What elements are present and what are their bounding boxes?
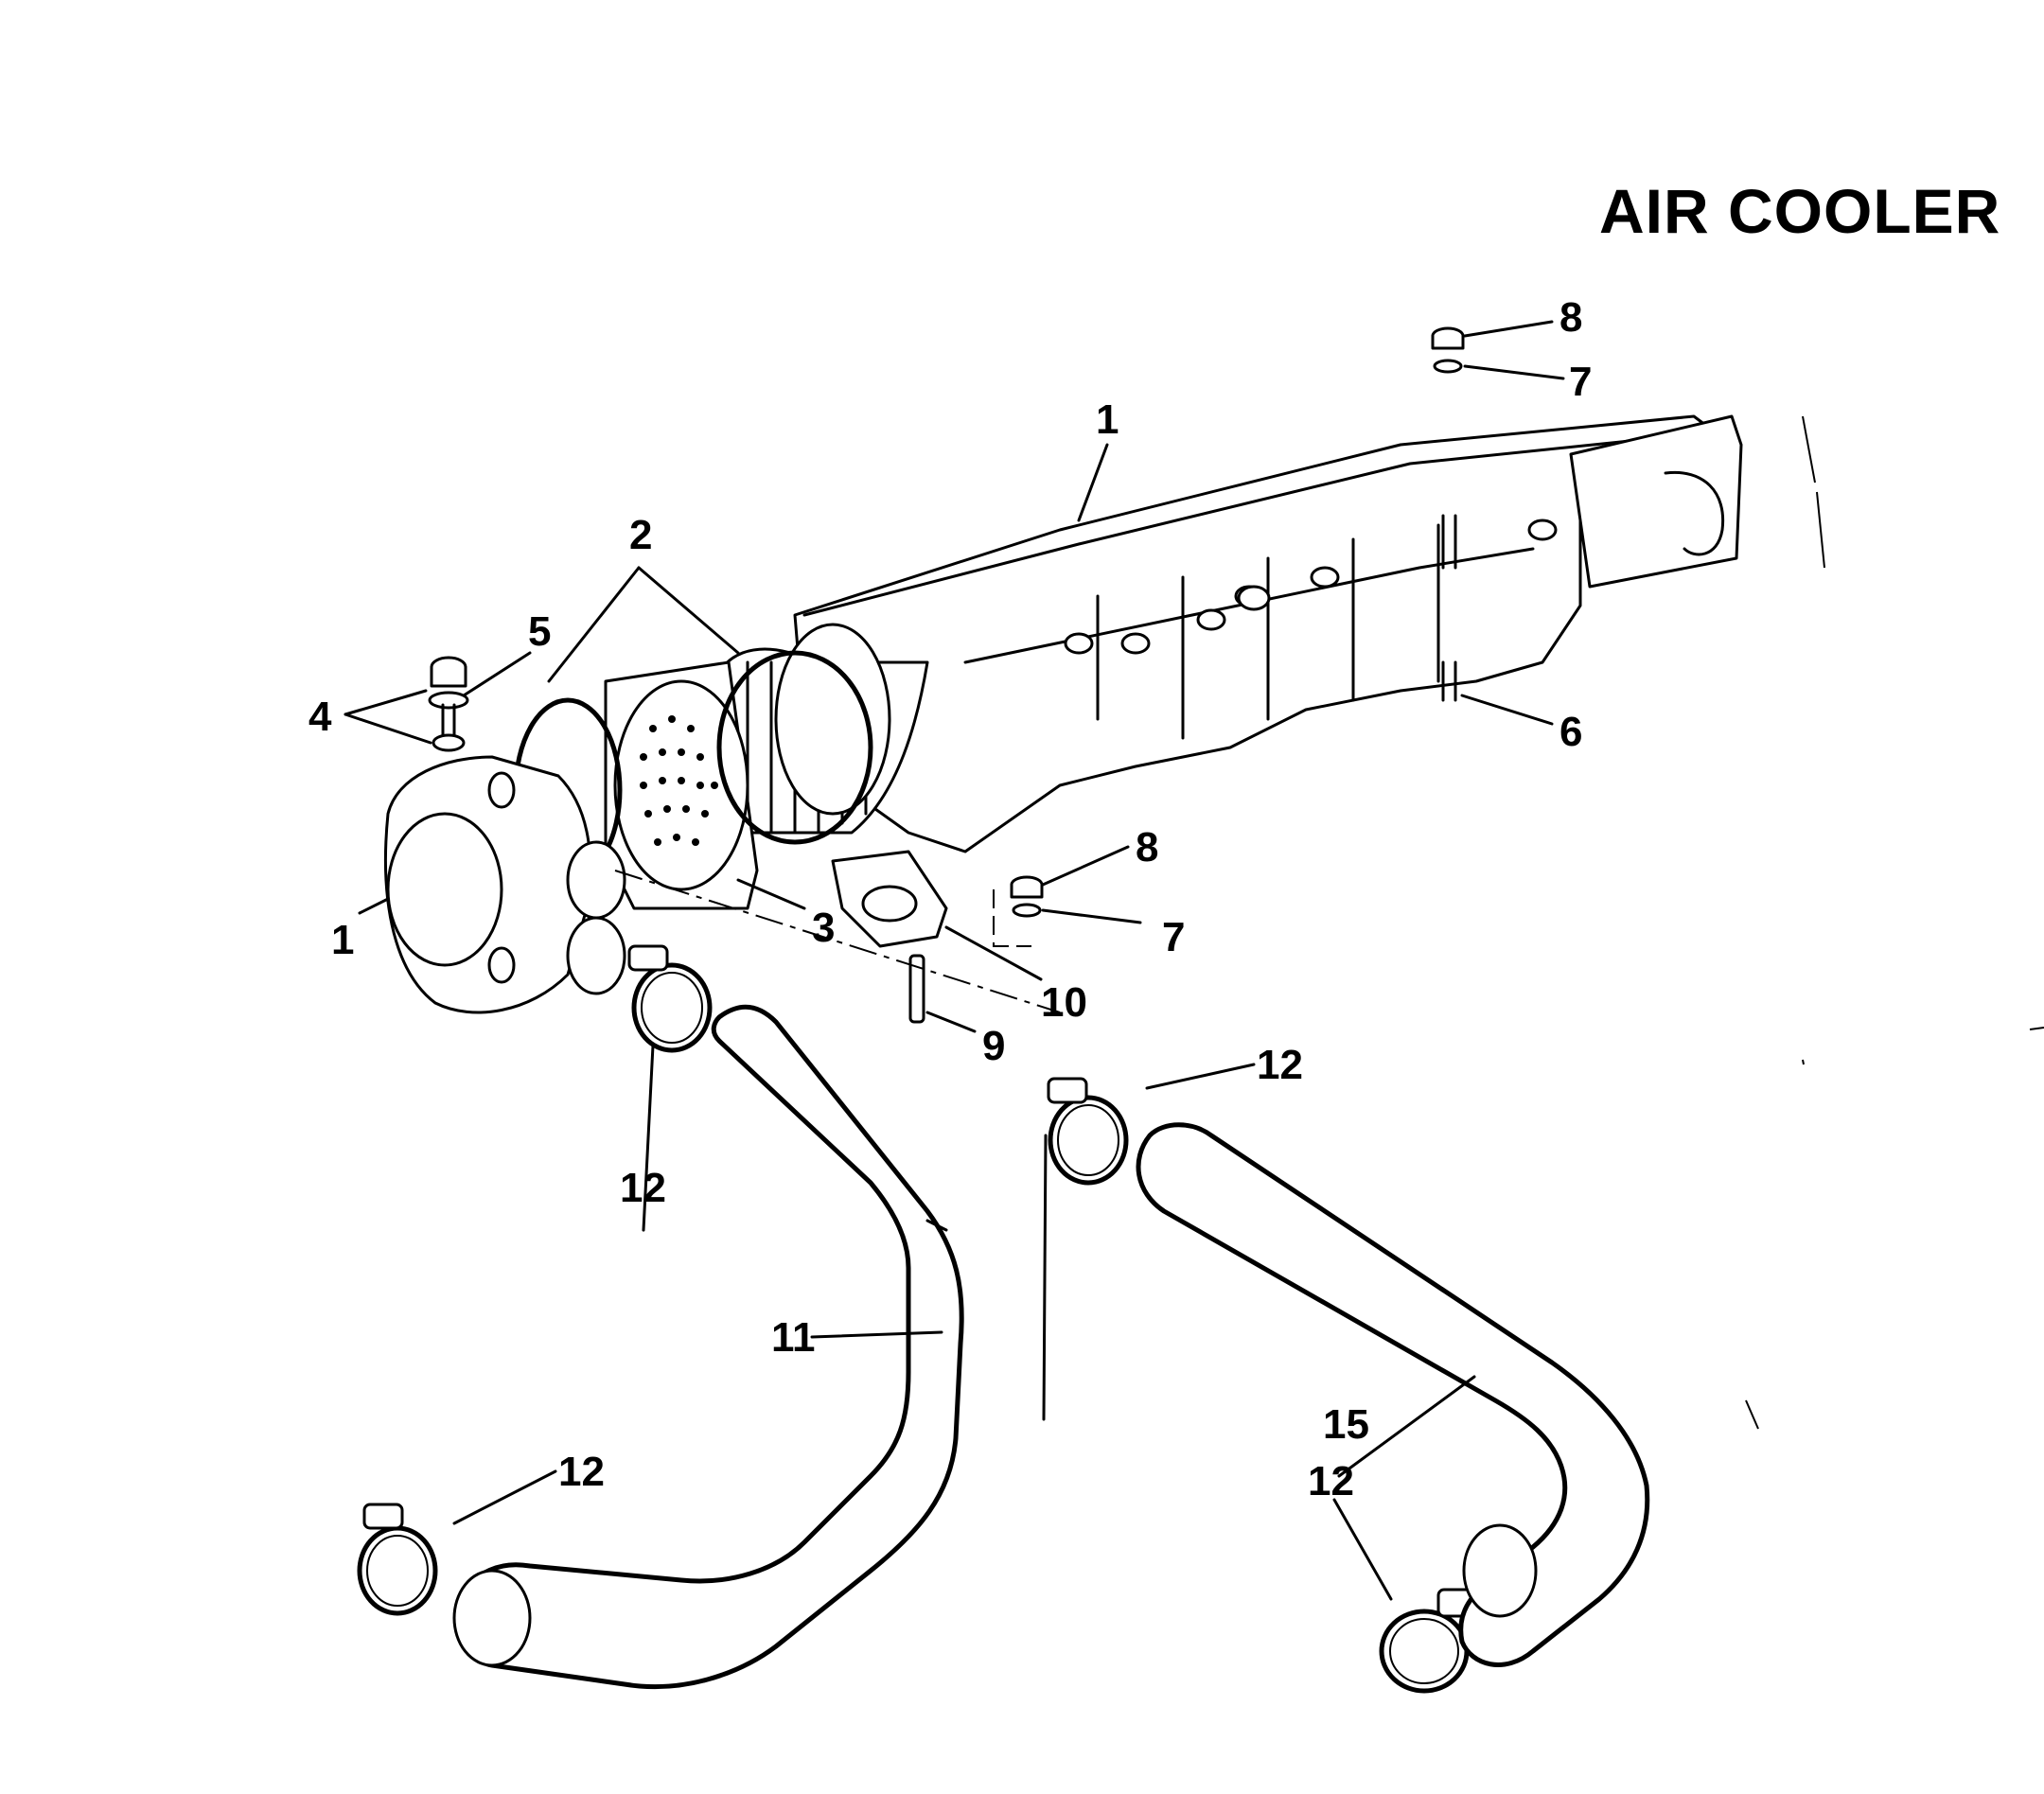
flange-gasket bbox=[831, 850, 948, 948]
callout-7-upper: 7 bbox=[1569, 359, 1592, 405]
callout-4: 4 bbox=[308, 694, 332, 740]
plate-perforations bbox=[640, 715, 718, 846]
nut-lower bbox=[1010, 875, 1044, 899]
callout-12-upper-right: 12 bbox=[1257, 1042, 1303, 1088]
washer-upper bbox=[1433, 359, 1463, 374]
callout-8-lower: 8 bbox=[1136, 824, 1158, 871]
callout-12-upper-left: 12 bbox=[620, 1165, 666, 1211]
callout-1-cover: 1 bbox=[331, 917, 354, 963]
callout-15: 15 bbox=[1323, 1401, 1369, 1448]
callout-12-lower-left: 12 bbox=[558, 1449, 605, 1495]
hose-clamp-2 bbox=[1047, 1077, 1129, 1186]
page-title: AIR COOLER bbox=[1599, 176, 2001, 246]
callout-2: 2 bbox=[629, 512, 652, 558]
cooler-core bbox=[714, 623, 929, 835]
tube-plate bbox=[604, 660, 759, 910]
leader-lines bbox=[344, 320, 1565, 1601]
hose-11 bbox=[452, 1004, 1048, 1690]
callout-3: 3 bbox=[812, 905, 835, 951]
callout-numbers: 1 1 2 3 4 5 6 7 7 8 8 9 10 11 12 12 12 1… bbox=[308, 294, 1592, 1504]
end-cover bbox=[384, 755, 626, 1014]
cooler-housing bbox=[793, 414, 1743, 853]
callout-12-lower-right: 12 bbox=[1308, 1458, 1354, 1504]
hose-clamp-3 bbox=[357, 1503, 438, 1616]
callout-1-housing: 1 bbox=[1096, 396, 1119, 443]
stud bbox=[908, 954, 925, 1024]
callout-5: 5 bbox=[528, 608, 551, 655]
callout-9: 9 bbox=[982, 1023, 1005, 1069]
callout-10: 10 bbox=[1041, 979, 1087, 1026]
washer-lower bbox=[1012, 903, 1042, 918]
hose-15 bbox=[1136, 1122, 1650, 1667]
nut-upper bbox=[1431, 326, 1465, 350]
gasket-ring-right bbox=[716, 650, 873, 845]
callout-6: 6 bbox=[1559, 709, 1582, 755]
vent-screw bbox=[428, 656, 469, 752]
hose-clamp-1 bbox=[627, 944, 713, 1053]
callout-8-upper: 8 bbox=[1559, 294, 1582, 341]
callout-7-lower: 7 bbox=[1162, 914, 1185, 960]
callout-11: 11 bbox=[771, 1314, 816, 1361]
